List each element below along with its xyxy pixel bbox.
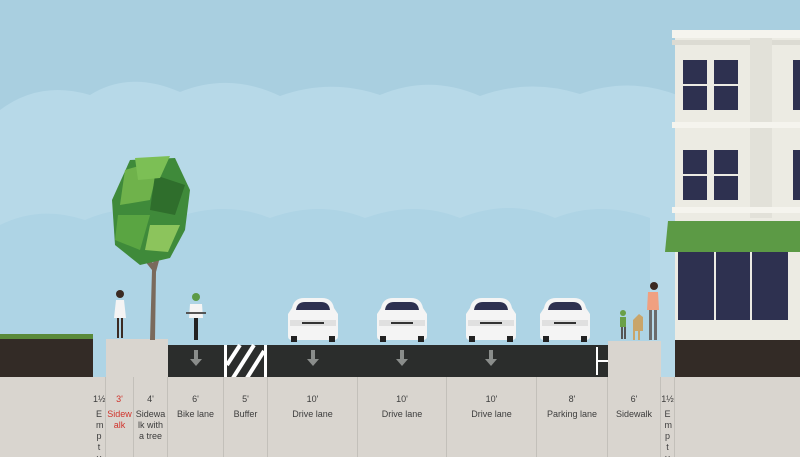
- car-icon: [540, 298, 590, 342]
- left-sidewalk: [106, 339, 168, 377]
- cyclist-icon: [186, 293, 206, 340]
- segment-sidewalk-tree[interactable]: 4' Sidewalk with a tree: [134, 377, 168, 457]
- tree-icon: [112, 156, 190, 340]
- left-soil: [0, 338, 93, 377]
- segment-name: Empty: [664, 409, 673, 457]
- segment-sidewalk-right[interactable]: 6' Sidewalk: [608, 377, 661, 457]
- segment-width: 1½: [93, 394, 106, 404]
- segment-width: 1½: [661, 394, 674, 404]
- segment-name: Sidewalk with a tree: [135, 409, 166, 441]
- lane-arrow-icon: [396, 350, 408, 366]
- lane-arrows: [190, 350, 497, 366]
- segment-name: Bike lane: [176, 409, 215, 419]
- segment-buffer[interactable]: 5' Buffer: [224, 377, 268, 457]
- segment-name: Drive lane: [292, 409, 333, 419]
- segment-width: 10': [396, 394, 408, 404]
- segment-empty-left[interactable]: 1½ Empty: [93, 377, 106, 457]
- segment-width: 5': [242, 394, 249, 404]
- segment-parking-lane[interactable]: 8' Parking lane: [537, 377, 608, 457]
- right-sidewalk: [608, 341, 661, 377]
- segment-name: Sidewalk: [107, 409, 132, 430]
- lane-arrow-icon: [307, 350, 319, 366]
- segment-name: Empty: [96, 409, 104, 457]
- lane-arrow-icon: [485, 350, 497, 366]
- segment-name: Sidewalk: [615, 409, 653, 419]
- segment-bike-lane[interactable]: 6' Bike lane: [168, 377, 224, 457]
- segment-width: 3': [116, 394, 123, 404]
- segment-name: Drive lane: [471, 409, 512, 419]
- segment-drive-lane-1[interactable]: 10' Drive lane: [268, 377, 358, 457]
- lane-arrow-icon: [190, 350, 202, 366]
- segment-width: 10': [485, 394, 498, 404]
- segment-width: 10': [306, 394, 319, 404]
- segment-width: 6': [630, 394, 638, 404]
- segment-name: Parking lane: [546, 409, 598, 419]
- dog-walker-icon: [620, 282, 659, 340]
- car-icon: [466, 298, 516, 342]
- segment-width: 4': [147, 394, 154, 404]
- car-icon: [288, 298, 338, 342]
- segment-name: Drive lane: [381, 409, 423, 419]
- grass: [0, 334, 93, 339]
- right-soil: [675, 340, 800, 377]
- pedestrian-icon: [114, 290, 126, 338]
- segment-sidewalk-left[interactable]: 3' Sidewalk: [106, 377, 134, 457]
- segment-width: 8': [568, 394, 576, 404]
- buffer-hatch-icon: [224, 343, 267, 377]
- segment-drive-lane-3[interactable]: 10' Drive lane: [447, 377, 537, 457]
- building-icon: [665, 30, 800, 346]
- street-scene: [0, 30, 800, 377]
- segment-drive-lane-2[interactable]: 10' Drive lane: [358, 377, 447, 457]
- segment-name: Buffer: [233, 409, 258, 419]
- car-icon: [377, 298, 427, 342]
- segment-empty-right[interactable]: 1½ Empty: [661, 377, 675, 457]
- segment-width: 6': [192, 394, 199, 404]
